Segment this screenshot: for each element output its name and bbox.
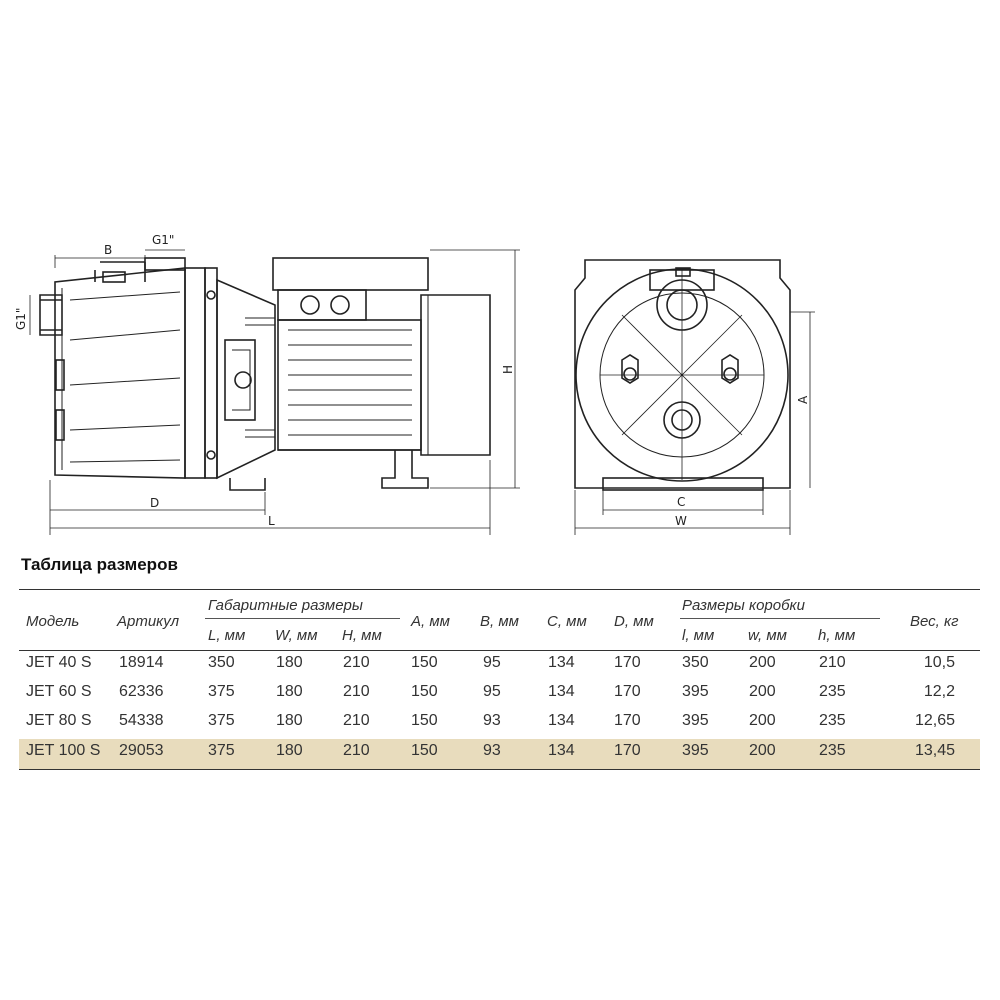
- cell-W: 180: [276, 683, 303, 700]
- col-header-B: B, мм: [480, 613, 519, 630]
- cell-A: 150: [411, 683, 438, 700]
- cell-article: 62336: [119, 683, 164, 700]
- cell-C: 134: [548, 654, 575, 671]
- dim-label-d: D: [150, 496, 159, 510]
- cell-l: 395: [682, 712, 709, 729]
- cell-D: 170: [614, 712, 641, 729]
- dim-label-h: H: [501, 365, 515, 374]
- col-header-C: C, мм: [547, 613, 587, 630]
- cell-model: JET 80 S: [26, 712, 92, 729]
- cell-D: 170: [614, 654, 641, 671]
- col-header-model: Модель: [26, 613, 80, 630]
- col-header-D: D, мм: [614, 613, 654, 630]
- table-title: Таблица размеров: [21, 555, 178, 574]
- cell-w: 200: [749, 683, 776, 700]
- dim-label-a: A: [796, 395, 810, 404]
- dim-label-l: L: [268, 514, 275, 528]
- cell-B: 95: [483, 654, 501, 671]
- cell-H: 210: [343, 712, 370, 729]
- cell-h: 235: [819, 683, 846, 700]
- cell-weight: 12,2: [923, 683, 955, 700]
- cell-D: 170: [614, 683, 641, 700]
- col-header-l: l, мм: [682, 627, 715, 644]
- cell-A: 150: [411, 654, 438, 671]
- cell-L: 375: [208, 742, 235, 759]
- cell-D: 170: [614, 742, 641, 759]
- cell-B: 93: [483, 712, 501, 729]
- cell-L: 350: [208, 654, 235, 671]
- cell-W: 180: [276, 712, 303, 729]
- cell-article: 18914: [119, 654, 164, 671]
- cell-w: 200: [749, 654, 776, 671]
- cell-W: 180: [276, 654, 303, 671]
- pump-technical-drawing: B G1" G1" D L H A C W: [14, 233, 815, 535]
- dim-label-g1-top: G1": [152, 233, 174, 247]
- cell-l: 350: [682, 654, 709, 671]
- cell-H: 210: [343, 654, 370, 671]
- table-top-rule: [19, 589, 980, 590]
- col-header-article: Артикул: [117, 613, 180, 630]
- table-header-rule: [19, 650, 980, 651]
- col-header-h: h, мм: [818, 627, 856, 644]
- table-row-highlight: [19, 739, 980, 769]
- cell-B: 95: [483, 683, 501, 700]
- cell-article: 29053: [119, 742, 164, 759]
- cell-H: 210: [343, 683, 370, 700]
- cell-W: 180: [276, 742, 303, 759]
- dim-label-g1-side: G1": [14, 308, 28, 330]
- cell-h: 235: [819, 712, 846, 729]
- group-header-overall: Габаритные размеры: [208, 597, 363, 614]
- cell-h: 210: [819, 654, 846, 671]
- cell-weight: 12,65: [914, 712, 955, 729]
- cell-article: 54338: [119, 712, 164, 729]
- col-header-w: w, мм: [748, 627, 787, 644]
- col-header-W: W, мм: [275, 627, 318, 644]
- front-view: [574, 259, 815, 535]
- cell-model: JET 40 S: [26, 654, 92, 671]
- cell-l: 395: [682, 683, 709, 700]
- col-header-weight: Вес, кг: [910, 613, 959, 630]
- cell-C: 134: [548, 712, 575, 729]
- col-header-H: H, мм: [342, 627, 382, 644]
- cell-weight: 10,5: [923, 654, 955, 671]
- cell-h: 235: [819, 742, 846, 759]
- group-underline-overall: [205, 618, 400, 619]
- cell-weight: 13,45: [914, 742, 955, 759]
- cell-C: 134: [548, 683, 575, 700]
- col-header-A: A, мм: [411, 613, 450, 630]
- cell-model: JET 100 S: [26, 742, 101, 759]
- col-header-L: L, мм: [208, 627, 246, 644]
- cell-l: 395: [682, 742, 709, 759]
- cell-A: 150: [411, 712, 438, 729]
- group-underline-box: [680, 618, 880, 619]
- dim-label-w: W: [675, 514, 687, 528]
- cell-A: 150: [411, 742, 438, 759]
- cell-C: 134: [548, 742, 575, 759]
- cell-model: JET 60 S: [26, 683, 92, 700]
- cell-H: 210: [343, 742, 370, 759]
- side-view: [29, 249, 520, 535]
- cell-L: 375: [208, 712, 235, 729]
- cell-w: 200: [749, 712, 776, 729]
- group-header-box: Размеры коробки: [682, 597, 805, 614]
- cell-B: 93: [483, 742, 501, 759]
- table-bottom-rule: [19, 769, 980, 770]
- cell-L: 375: [208, 683, 235, 700]
- dim-label-b: B: [104, 243, 112, 257]
- cell-w: 200: [749, 742, 776, 759]
- dim-label-c: C: [677, 495, 685, 509]
